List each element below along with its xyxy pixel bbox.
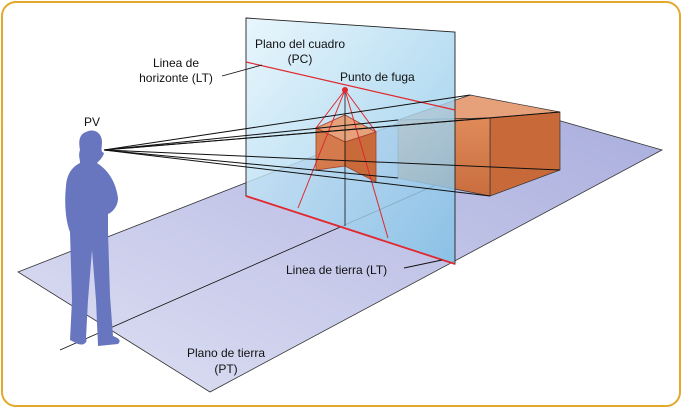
ground-line bbox=[245, 195, 456, 265]
picture-plane-abbr: (PC) bbox=[288, 52, 313, 66]
horizon-leader bbox=[221, 64, 263, 77]
sight-lines bbox=[103, 94, 561, 197]
ground-plane-abbr: (PT) bbox=[214, 362, 237, 376]
vanishing-point-label: Punto de fuga bbox=[340, 70, 415, 84]
ground-line-leader bbox=[403, 259, 443, 269]
ground-plane-label: Plano de tierra bbox=[187, 346, 265, 360]
ground-line-label: Linea de tierra (LT) bbox=[286, 263, 387, 277]
horizon-label: Linea de bbox=[153, 56, 199, 70]
standing-person-icon bbox=[65, 130, 120, 346]
vanishing-point-dot bbox=[342, 87, 348, 93]
horizon-abbr: horizonte (LT) bbox=[139, 71, 213, 85]
picture-plane-label: Plano del cuadro bbox=[255, 37, 345, 51]
viewpoint-label: PV bbox=[84, 115, 100, 129]
